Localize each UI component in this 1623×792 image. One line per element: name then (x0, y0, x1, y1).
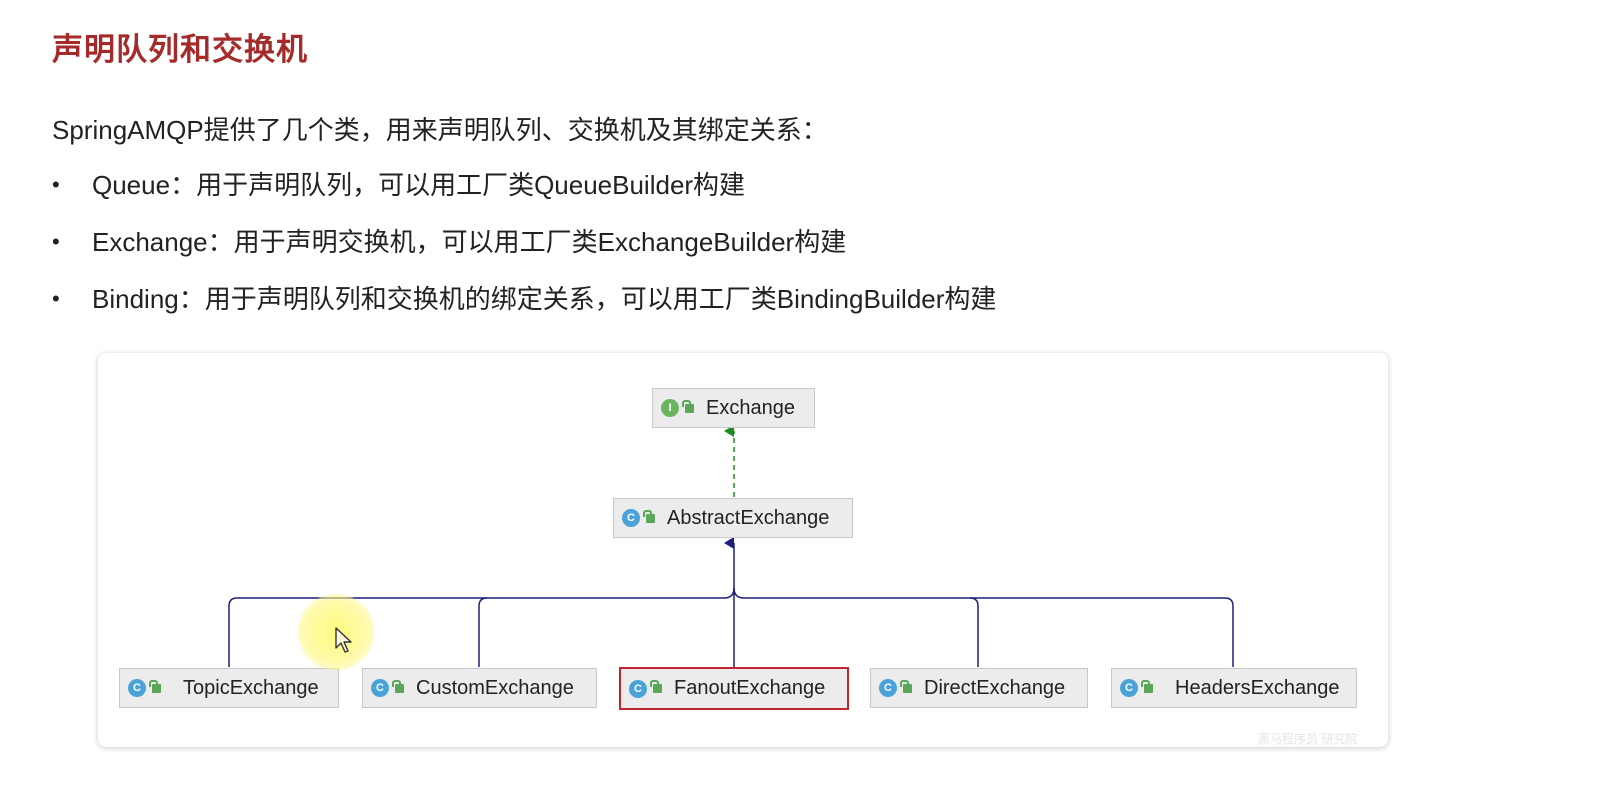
node-abstract-exchange: C AbstractExchange (613, 498, 853, 538)
page-title: 声明队列和交换机 (52, 32, 308, 67)
bullet-dot: • (52, 172, 60, 197)
intro-text: SpringAMQP提供了几个类，用来声明队列、交换机及其绑定关系： (52, 115, 828, 145)
bullet-text: Binding：用于声明队列和交换机的绑定关系，可以用工厂类BindingBui… (92, 284, 997, 314)
mouse-cursor-icon (335, 627, 352, 653)
node-direct-exchange: C DirectExchange (870, 668, 1088, 708)
node-label: HeadersExchange (1175, 676, 1340, 699)
watermark: 黑马程序员 研究院 (1258, 732, 1358, 746)
node-topic-exchange: C TopicExchange (119, 668, 339, 708)
extends-edges (228, 537, 1234, 667)
diagram-edges (228, 425, 1234, 667)
node-label: DirectExchange (924, 676, 1066, 699)
node-exchange: I Exchange (652, 388, 815, 428)
lock-icon (643, 509, 655, 523)
class-icon: C (629, 679, 647, 698)
class-icon: C (128, 679, 146, 697)
lock-icon (392, 679, 404, 693)
bullet-text: Queue：用于声明队列，可以用工厂类QueueBuilder构建 (92, 170, 746, 200)
node-headers-exchange: C HeadersExchange (1111, 668, 1357, 708)
node-label: Exchange (706, 396, 795, 419)
lock-icon (682, 399, 694, 413)
lock-icon (1141, 679, 1153, 693)
bullet-dot: • (52, 229, 60, 254)
interface-icon: I (661, 399, 679, 417)
lock-icon (149, 679, 161, 693)
abstract-class-icon: C (622, 509, 640, 527)
bullet-dot: • (52, 286, 60, 311)
bullet-text: Exchange：用于声明交换机，可以用工厂类ExchangeBuilder构建 (92, 227, 847, 257)
node-label: TopicExchange (183, 676, 319, 699)
class-hierarchy-diagram: I Exchange C AbstractExchange C TopicExc… (98, 353, 1388, 747)
class-icon: C (371, 679, 389, 697)
lock-icon (650, 680, 662, 693)
class-icon: C (1120, 679, 1138, 697)
class-icon: C (879, 679, 897, 697)
node-fanout-exchange: C FanoutExchange (619, 667, 849, 710)
node-label: AbstractExchange (667, 506, 830, 529)
node-label: CustomExchange (416, 676, 574, 699)
node-custom-exchange: C CustomExchange (362, 668, 597, 708)
node-label: FanoutExchange (674, 677, 826, 699)
lock-icon (900, 679, 912, 693)
